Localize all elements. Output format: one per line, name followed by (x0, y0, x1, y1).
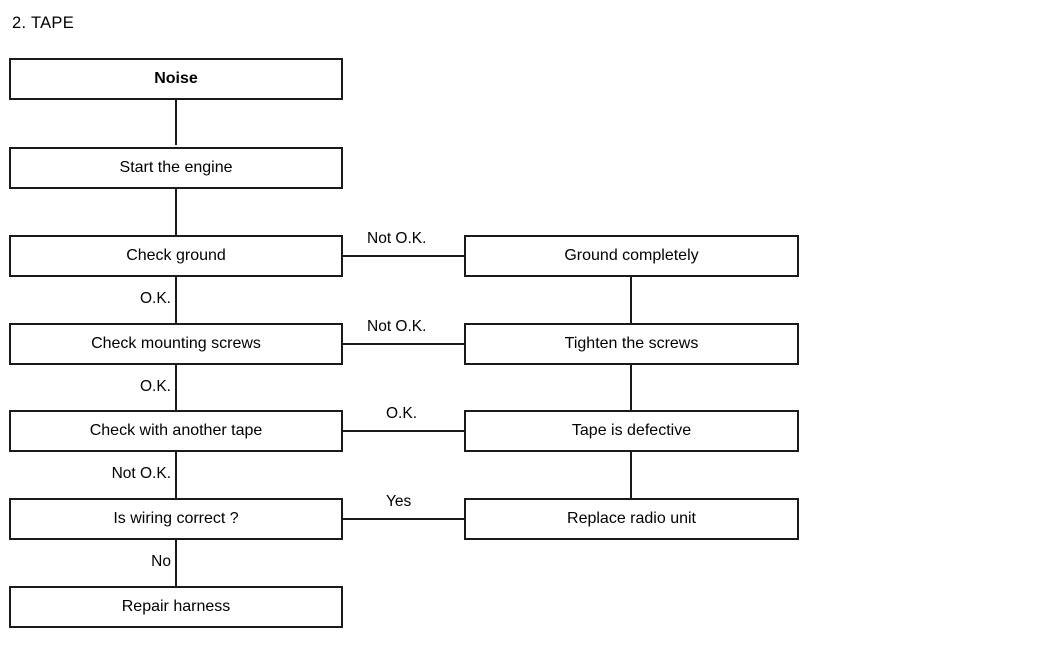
node-check-with-another-tape-label: Check with another tape (89, 422, 263, 439)
node-tape-is-defective[interactable]: Tape is defective (464, 410, 799, 452)
page-title: 2. TAPE (12, 14, 75, 32)
edge-label-tape-not-ok: Not O.K. (111, 465, 171, 482)
node-ground-completely[interactable]: Ground completely (464, 235, 799, 277)
node-check-mounting-screws[interactable]: Check mounting screws (9, 323, 343, 365)
node-replace-radio-unit[interactable]: Replace radio unit (464, 498, 799, 540)
connector-tape-to-wiring (175, 452, 177, 498)
node-start-the-engine[interactable]: Start the engine (9, 147, 343, 189)
edge-label-check-ground-not-ok: Not O.K. (367, 230, 427, 247)
connector-start-to-check-ground (175, 189, 177, 235)
node-check-ground[interactable]: Check ground (9, 235, 343, 277)
connector-ground-completely-to-tighten (630, 277, 632, 323)
connector-tape-defective-to-replace-radio (630, 452, 632, 498)
edge-label-wiring-yes: Yes (386, 493, 412, 510)
connector-check-ground-to-screws (175, 277, 177, 323)
edge-label-screws-ok: O.K. (139, 378, 171, 395)
node-is-wiring-correct[interactable]: Is wiring correct ? (9, 498, 343, 540)
node-tighten-the-screws[interactable]: Tighten the screws (464, 323, 799, 365)
node-tape-is-defective-label: Tape is defective (571, 422, 692, 439)
node-is-wiring-correct-label: Is wiring correct ? (113, 510, 239, 527)
connector-screws-to-tape (175, 365, 177, 410)
edge-label-tape-ok: O.K. (386, 405, 418, 422)
node-start-the-engine-label: Start the engine (119, 159, 233, 176)
node-tighten-the-screws-label: Tighten the screws (564, 335, 699, 352)
node-repair-harness[interactable]: Repair harness (9, 586, 343, 628)
edge-label-screws-not-ok: Not O.K. (367, 318, 427, 335)
node-check-mounting-screws-label: Check mounting screws (91, 335, 261, 352)
node-repair-harness-label: Repair harness (121, 598, 231, 615)
edge-label-wiring-no: No (151, 553, 171, 570)
connector-screws-to-tighten (343, 343, 464, 345)
node-check-ground-label: Check ground (126, 247, 226, 264)
connector-wiring-to-replace-radio (343, 518, 464, 520)
connector-wiring-to-repair (175, 540, 177, 586)
connector-tape-to-defective (343, 430, 464, 432)
connector-check-ground-to-ground-completely (343, 255, 464, 257)
node-ground-completely-label: Ground completely (564, 247, 699, 264)
node-noise-label: Noise (154, 70, 198, 87)
node-noise[interactable]: Noise (9, 58, 343, 100)
node-check-with-another-tape[interactable]: Check with another tape (9, 410, 343, 452)
connector-tighten-to-tape-defective (630, 365, 632, 410)
edge-label-check-ground-ok: O.K. (139, 290, 171, 307)
connector-noise-to-start (175, 100, 177, 145)
node-replace-radio-unit-label: Replace radio unit (567, 510, 696, 527)
